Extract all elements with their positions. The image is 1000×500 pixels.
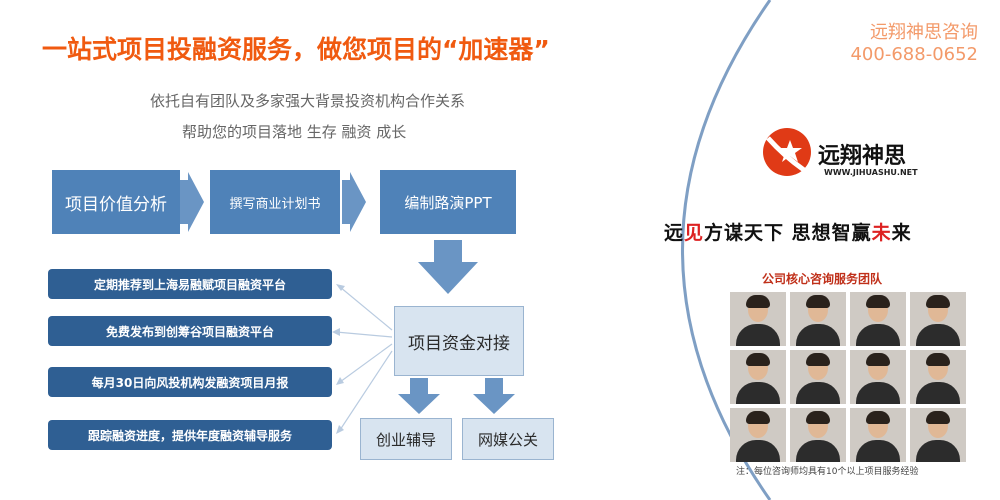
team-member-photo [850,350,906,404]
outcome-media-pr: 网媒公关 [462,418,554,460]
headline: 一站式项目投融资服务，做您项目的“加速器” [42,35,550,64]
hub-funding-match: 项目资金对接 [394,306,524,376]
brand-slogan: 远见方谋天下 思想智赢未来 [664,222,912,244]
subtitle-line-2: 帮助您的项目落地 生存 融资 成长 [182,123,407,141]
flow-step-value-analysis: 项目价值分析 [52,170,180,234]
team-member-photo [910,408,966,462]
team-member-photo [730,408,786,462]
brand-phone: 400-688-0652 [850,44,978,65]
service-annual-coaching: 跟踪融资进度，提供年度融资辅导服务 [48,420,332,450]
team-photo-grid [726,288,976,464]
company-logo-icon [763,128,811,176]
brand-contact: 远翔神思咨询 400-688-0652 [850,22,978,66]
service-chuangchougu-platform: 免费发布到创筹谷项目融资平台 [48,316,332,346]
team-member-photo [730,350,786,404]
logo-text: 远翔神思 [818,144,907,169]
flow-step-business-plan: 撰写商业计划书 [210,170,340,234]
team-member-photo [850,292,906,346]
brand-name: 远翔神思咨询 [870,22,978,43]
flow-step-roadshow-ppt: 编制路演PPT [380,170,516,234]
subtitle-line-1: 依托自有团队及多家强大背景投资机构合作关系 [150,92,466,110]
team-member-photo [910,350,966,404]
service-shanghai-platform: 定期推荐到上海易融赋项目融资平台 [48,269,332,299]
team-member-photo [790,350,846,404]
outcome-startup-coaching: 创业辅导 [360,418,452,460]
brand-url: WWW.JIHUASHU.NET [824,168,918,177]
team-title: 公司核心咨询服务团队 [762,272,883,286]
team-member-photo [910,292,966,346]
team-member-photo [850,408,906,462]
team-note: 注：每位咨询师均具有10个以上项目服务经验 [736,467,919,477]
team-member-photo [790,408,846,462]
team-member-photo [730,292,786,346]
team-member-photo [790,292,846,346]
service-monthly-report: 每月30日向风投机构发融资项目月报 [48,367,332,397]
